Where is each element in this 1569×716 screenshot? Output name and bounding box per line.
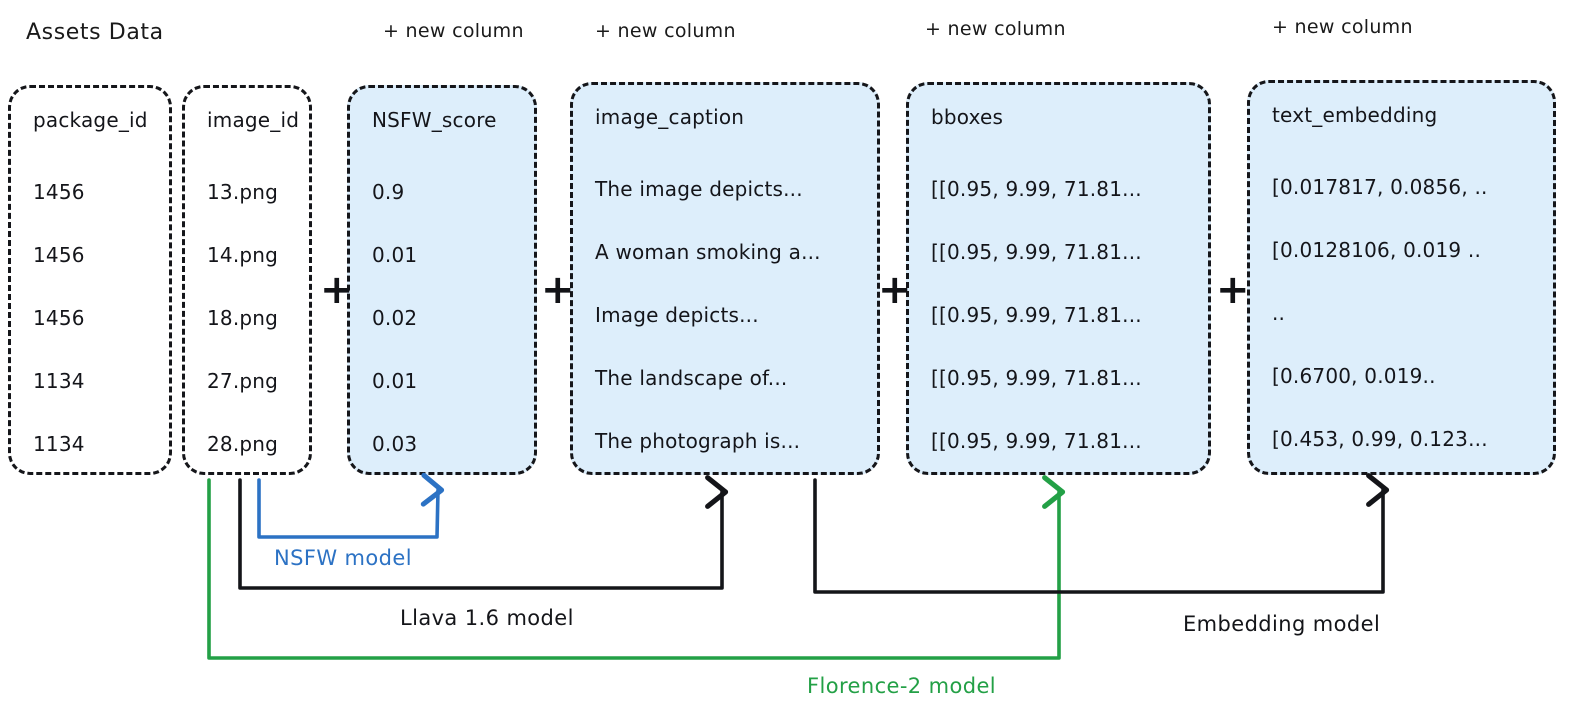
cell-package_id-3: 1134 (33, 369, 85, 393)
cell-nsfw_score-4: 0.03 (372, 432, 418, 456)
plus-icon-3: + (1216, 267, 1250, 313)
cell-bboxes-3: [[0.95, 9.99, 71.81... (931, 366, 1142, 390)
new-column-label-3: + new column (1272, 16, 1413, 38)
column-box-image_id: image_id 13.png 14.png 18.png 27.png 28.png (182, 85, 312, 475)
embedding-model-wire (813, 473, 1390, 594)
cell-bboxes-2: [[0.95, 9.99, 71.81... (931, 303, 1142, 327)
cell-image_id-4: 28.png (207, 432, 279, 456)
embedding-model-label: Embedding model (1183, 612, 1381, 636)
cell-package_id-4: 1134 (33, 432, 85, 456)
column-header-image_id: image_id (207, 108, 300, 132)
plus-icon-0: + (320, 267, 354, 313)
cell-text_embedding-3: [0.6700, 0.019.. (1272, 364, 1436, 388)
cell-image_id-0: 13.png (207, 180, 279, 204)
column-header-nsfw_score: NSFW_score (372, 108, 497, 132)
cell-text_embedding-1: [0.0128106, 0.019 .. (1272, 238, 1481, 262)
new-column-label-1: + new column (595, 20, 736, 42)
cell-bboxes-0: [[0.95, 9.99, 71.81... (931, 177, 1142, 201)
column-header-text_embedding: text_embedding (1272, 103, 1438, 127)
plus-icon-2: + (878, 267, 912, 313)
cell-image_id-1: 14.png (207, 243, 279, 267)
cell-nsfw_score-1: 0.01 (372, 243, 418, 267)
column-box-package_id: package_id 1456 1456 1456 1134 1134 (8, 85, 172, 475)
cell-bboxes-4: [[0.95, 9.99, 71.81... (931, 429, 1142, 453)
new-column-label-0: + new column (383, 20, 524, 42)
cell-image_caption-4: The photograph is... (595, 429, 801, 453)
cell-text_embedding-2: .. (1272, 301, 1286, 325)
column-header-package_id: package_id (33, 108, 148, 132)
new-column-label-2: + new column (925, 18, 1066, 40)
column-box-text_embedding: text_embedding [0.017817, 0.0856, .. [0.01… (1247, 80, 1556, 475)
cell-nsfw_score-2: 0.02 (372, 306, 418, 330)
page-title: Assets Data (26, 20, 164, 45)
cell-text_embedding-4: [0.453, 0.99, 0.123... (1272, 427, 1488, 451)
cell-image_id-3: 27.png (207, 369, 279, 393)
llava-model-wire (238, 475, 729, 590)
cell-package_id-2: 1456 (33, 306, 85, 330)
cell-image_caption-0: The image depicts... (595, 177, 803, 201)
cell-image_caption-3: The landscape of... (595, 366, 788, 390)
cell-image_caption-2: Image depicts... (595, 303, 759, 327)
column-header-image_caption: image_caption (595, 105, 745, 129)
florence-model-label: Florence-2 model (807, 674, 997, 698)
cell-package_id-1: 1456 (33, 243, 85, 267)
cell-package_id-0: 1456 (33, 180, 85, 204)
cell-nsfw_score-3: 0.01 (372, 369, 418, 393)
cell-bboxes-1: [[0.95, 9.99, 71.81... (931, 240, 1142, 264)
column-box-nsfw_score: NSFW_score 0.9 0.01 0.02 0.01 0.03 (347, 85, 537, 475)
cell-nsfw_score-0: 0.9 (372, 180, 405, 204)
nsfw-model-wire (257, 472, 445, 539)
cell-image_caption-1: A woman smoking a... (595, 240, 821, 264)
cell-image_id-2: 18.png (207, 306, 279, 330)
nsfw-model-label: NSFW model (274, 546, 412, 570)
column-header-bboxes: bboxes (931, 105, 1004, 129)
column-box-bboxes: bboxes [[0.95, 9.99, 71.81... [[0.95, 9.99… (906, 82, 1211, 475)
llava-model-label: Llava 1.6 model (400, 606, 574, 630)
cell-text_embedding-0: [0.017817, 0.0856, .. (1272, 175, 1488, 199)
plus-icon-1: + (541, 267, 575, 313)
